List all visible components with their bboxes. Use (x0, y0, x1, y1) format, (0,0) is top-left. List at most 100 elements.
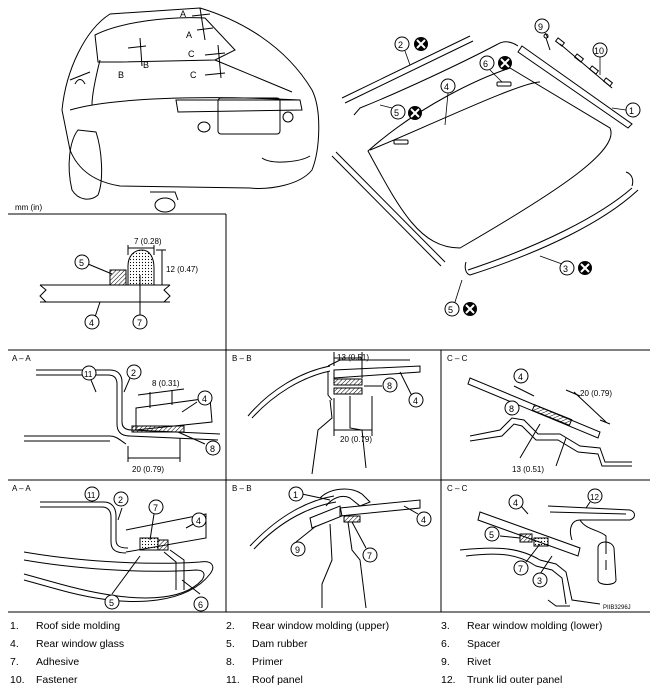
callout-5-lower: 5 (448, 305, 453, 315)
legend-num: 8. (226, 656, 235, 668)
legend-num: 2. (226, 620, 235, 632)
dam-callout-4: 4 (89, 318, 94, 328)
section-mark-b-right: B (143, 60, 149, 70)
callout-5-upper: 5 (394, 108, 399, 118)
aa-top-dim-1: 8 (0.31) (152, 379, 180, 388)
callout-9: 9 (538, 22, 543, 32)
bb-bottom-callout-circles (288, 486, 432, 563)
callout-6: 6 (483, 59, 488, 69)
legend-item: 6.Spacer (441, 638, 500, 651)
legend-item: 12. Trunk lid outer panel (441, 674, 562, 687)
legend-label: Fastener (36, 674, 78, 686)
dam-callout-circles (74, 254, 148, 330)
section-mark-c-top: C (188, 49, 195, 59)
section-label-cc-bottom: C – C (447, 484, 468, 493)
legend-num: 4. (10, 638, 19, 650)
legend-label: Spacer (467, 638, 501, 650)
section-mark-c-bottom: C (190, 70, 197, 80)
section-label-bb-top: B – B (232, 354, 252, 363)
rear-window-diagram: A A B B C C (8, 7, 650, 613)
bb-top-callout-circles (382, 377, 424, 408)
legend-item: 3.Rear window molding (lower) (441, 620, 602, 633)
legend-item: 2. Rear window molding (upper) (226, 620, 389, 633)
delete-icons (408, 37, 592, 316)
bb-bottom-callout-1: 1 (293, 490, 298, 500)
dam-height-dim: 12 (0.47) (166, 265, 198, 274)
legend-num: 12. (441, 674, 456, 686)
dam-callout-7: 7 (137, 318, 142, 328)
cc-top-callout-4: 4 (518, 372, 523, 382)
legend-label: Roof panel (252, 674, 303, 686)
window-leader-lines (379, 32, 627, 303)
aa-bottom-callout-5: 5 (109, 598, 114, 608)
legend-item: 1.Roof side molding (10, 620, 120, 633)
units-label: mm (in) (15, 203, 42, 212)
dam-width-dim: 7 (0.28) (134, 237, 162, 246)
cc-bottom-callout-5: 5 (489, 530, 494, 540)
legend-item: 5. Dam rubber (226, 638, 307, 651)
dam-detail (39, 245, 171, 321)
legend-label: Rear window glass (36, 638, 125, 650)
legend-label: Dam rubber (252, 638, 308, 650)
bb-top-dim-1: 13 (0.51) (337, 353, 369, 362)
cc-bottom-callout-3: 3 (537, 576, 542, 586)
window-exploded-view (331, 33, 639, 276)
legend-num: 10. (10, 674, 25, 686)
panel-frames (8, 213, 650, 613)
callout-1: 1 (629, 106, 634, 116)
bb-bottom-callout-7: 7 (367, 551, 372, 561)
parts-legend: 1.Roof side molding 2. Rear window moldin… (0, 617, 658, 696)
cc-bottom-callout-circles (484, 488, 603, 588)
legend-num: 5. (226, 638, 235, 650)
callout-10: 10 (594, 46, 604, 56)
legend-num: 1. (10, 620, 19, 632)
bb-top-callout-8: 8 (387, 381, 392, 391)
aa-top-callout-11: 11 (84, 370, 93, 379)
cc-bottom-callout-4: 4 (513, 498, 518, 508)
section-cc-top (467, 377, 632, 467)
section-mark-a-top: A (180, 9, 186, 19)
section-cc-bottom (459, 501, 635, 607)
legend-item: 7.Adhesive (10, 656, 79, 669)
legend-item: 11. Roof panel (226, 674, 303, 687)
bb-top-dim-2: 20 (0.79) (340, 435, 372, 444)
section-markers (127, 7, 226, 79)
legend-label: Rear window molding (upper) (252, 620, 390, 632)
section-label-aa-top: A – A (12, 354, 31, 363)
car-rear-view (61, 7, 320, 213)
section-bb-top (247, 352, 421, 475)
legend-label: Trunk lid outer panel (467, 674, 563, 686)
cc-top-callout-8: 8 (509, 404, 514, 414)
callout-2: 2 (398, 40, 403, 50)
callout-3: 3 (563, 264, 568, 274)
aa-bottom-callout-2: 2 (118, 495, 123, 505)
aa-bottom-callout-4: 4 (196, 516, 201, 526)
legend-item: 4. Rear window glass (10, 638, 124, 651)
legend-num: 9. (441, 656, 450, 668)
legend-item: 8. Primer (226, 656, 283, 669)
figure-id: PIIB3296J (603, 605, 631, 611)
aa-top-callout-circles (81, 364, 221, 456)
section-label-aa-bottom: A – A (12, 484, 31, 493)
aa-top-callout-4: 4 (202, 394, 207, 404)
section-aa-top (24, 369, 221, 462)
aa-bottom-callout-7: 7 (153, 503, 158, 513)
cc-bottom-callout-7: 7 (518, 564, 523, 574)
legend-num: 11. (226, 674, 240, 686)
section-label-bb-bottom: B – B (232, 484, 252, 493)
legend-label: Rivet (467, 656, 491, 668)
legend-num: 3. (441, 620, 450, 632)
legend-item: 9. Rivet (441, 656, 491, 669)
dam-callout-5: 5 (79, 258, 84, 268)
section-mark-a-bottom: A (186, 30, 192, 40)
section-label-cc-top: C – C (447, 354, 468, 363)
section-aa-bottom (23, 495, 214, 602)
cc-top-dim-1: 20 (0.79) (580, 389, 612, 398)
aa-bottom-callout-6: 6 (198, 600, 203, 610)
aa-bottom-callout-11: 11 (87, 491, 96, 500)
legend-item: 10. Fastener (10, 674, 77, 687)
aa-top-callout-8: 8 (210, 444, 215, 454)
aa-top-callout-2: 2 (131, 368, 136, 378)
aa-top-dim-2: 20 (0.79) (132, 465, 164, 474)
legend-label: Primer (252, 656, 283, 668)
